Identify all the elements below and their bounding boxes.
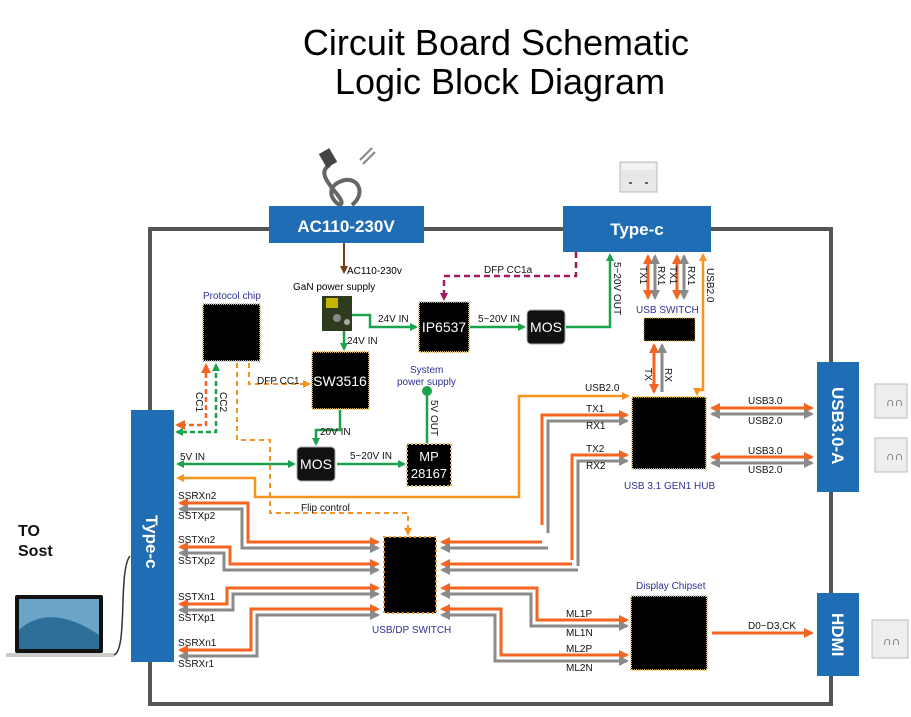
title-line1: Circuit Board Schematic — [303, 22, 689, 63]
ac-input-block: AC110-230V — [269, 206, 424, 243]
label-ml2p: ML2P — [566, 644, 592, 655]
usbdp-output-pairs — [440, 537, 629, 666]
host-laptop-icon — [6, 555, 131, 657]
signal-labels: 24V IN 24V IN DFP CC1a 5~20V IN 5~20V OU… — [178, 262, 796, 674]
label-dfp-cc1a: DFP CC1a — [484, 265, 533, 276]
power-cord-icon — [318, 147, 376, 208]
usb-switch-pairs — [643, 254, 689, 394]
label-usb30-2: USB3.0 — [748, 446, 783, 457]
usb20-lines — [176, 253, 707, 499]
protocol-chip — [202, 303, 261, 362]
label-tx: TX — [642, 368, 653, 381]
label-cc1: CC1 — [193, 392, 204, 412]
label-flip-control: Flip control — [301, 503, 350, 514]
label-24v-in-a: 24V IN — [378, 314, 409, 325]
mos-top-label: MOS — [530, 319, 562, 335]
label-dfp-cc1: DFP CC1 — [257, 376, 300, 387]
svg-text:∩∩: ∩∩ — [886, 449, 903, 463]
label-sstxp2-b: SSTXp2 — [178, 556, 216, 567]
label-sstxp2-a: SSTXp2 — [178, 511, 216, 522]
label-ml1n: ML1N — [566, 628, 593, 639]
hub-input-pairs — [540, 410, 629, 566]
usb-switch-caption: USB SWITCH — [636, 305, 699, 316]
label-system-power-2: power supply — [397, 377, 456, 388]
usbdp-switch-caption: USB/DP SWITCH — [372, 625, 451, 636]
typec-left-block: Type-c — [131, 410, 174, 662]
label-d0-d3-ck: D0~D3,CK — [748, 621, 796, 632]
hdmi-label: HDMI — [828, 613, 847, 656]
label-sstxn1: SSTXn1 — [178, 592, 216, 603]
label-hub-tx2: TX2 — [586, 444, 605, 455]
protocol-chip-caption: Protocol chip — [203, 291, 261, 302]
mos-top-chip — [526, 309, 566, 345]
typec-top-label: Type-c — [610, 220, 664, 239]
ip6537-label: IP6537 — [422, 319, 467, 335]
dfp-cc1a-line — [440, 252, 578, 301]
mp-label-1: MP — [419, 449, 439, 464]
usb3a-label: USB3.0-A — [828, 387, 847, 464]
label-sstxn2: SSTXn2 — [178, 535, 216, 546]
to-host-line2: Sost — [18, 543, 53, 560]
usb3a-pairs — [710, 403, 814, 468]
sw3516-label: SW3516 — [313, 373, 367, 389]
label-sstxp1: SSTXp1 — [178, 613, 216, 624]
mos-left-label: MOS — [300, 456, 332, 472]
svg-text:∩∩: ∩∩ — [883, 634, 900, 648]
label-5-20v-in-mid: 5~20V IN — [350, 451, 392, 462]
to-host-line1: TO — [18, 523, 40, 540]
superspeed-pairs — [178, 498, 380, 661]
display-chipset-chip — [630, 595, 708, 671]
usb-switch-chip — [643, 317, 696, 342]
ip6537-chip — [418, 301, 470, 353]
svg-text:∩∩: ∩∩ — [886, 395, 903, 409]
label-rx1-b: RX1 — [685, 266, 696, 286]
mp-label-2: 28167 — [411, 466, 447, 481]
label-system-power-1: System — [410, 365, 443, 376]
label-ml2n: ML2N — [566, 663, 593, 674]
label-rx1-a: RX1 — [655, 266, 666, 286]
typec-top-block: Type-c — [563, 206, 711, 252]
usb-hub-chip — [631, 396, 707, 470]
label-hub-rx1: RX1 — [586, 421, 606, 432]
label-rx: RX — [662, 368, 673, 382]
label-5v-out: 5V OUT — [428, 400, 439, 436]
label-ssrxn1: SSRXn1 — [178, 638, 217, 649]
label-hub-tx1: TX1 — [586, 404, 605, 415]
typec-connector-icon — [619, 161, 658, 193]
label-5-20v-out: 5~20V OUT — [611, 262, 622, 315]
hdmi-block: HDMI — [817, 593, 859, 676]
typec-left-label: Type-c — [142, 515, 161, 569]
hdmi-port-icon: ∩∩ — [871, 619, 909, 659]
label-usb30-1: USB3.0 — [748, 396, 783, 407]
label-ssrxr1: SSRXr1 — [178, 659, 215, 670]
label-tx1-b: TX1 — [667, 266, 678, 285]
label-cc2: CC2 — [217, 392, 228, 412]
gan-label: GaN power supply — [293, 282, 375, 293]
usbdp-switch-chip — [383, 536, 437, 614]
title-line2: Logic Block Diagram — [335, 61, 665, 102]
label-usb20-hub: USB2.0 — [585, 383, 620, 394]
label-hub-rx2: RX2 — [586, 461, 606, 472]
label-5v-in: 5V IN — [180, 452, 205, 463]
label-usb20-1: USB2.0 — [748, 416, 783, 427]
ac-in-label: AC110-230v — [347, 266, 402, 277]
usb-a-port-icon: ∩∩ ∩∩ — [874, 383, 908, 473]
label-usb20-2: USB2.0 — [748, 465, 783, 476]
label-24v-in-b: 24V IN — [347, 336, 378, 347]
usb-hub-caption: USB 3.1 GEN1 HUB — [624, 481, 715, 492]
label-ml1p: ML1P — [566, 609, 592, 620]
gan-power-module-icon — [322, 296, 352, 331]
usb3a-block: USB3.0-A — [817, 362, 859, 492]
label-5-20v-in-top: 5~20V IN — [478, 314, 520, 325]
display-chipset-caption: Display Chipset — [636, 581, 706, 592]
label-tx1-a: TX1 — [637, 266, 648, 285]
label-20v-in: 20V IN — [320, 427, 351, 438]
ac-input-label: AC110-230V — [297, 217, 395, 236]
label-ssrxn2: SSRXn2 — [178, 491, 217, 502]
label-usb20-vertical: USB2.0 — [704, 268, 715, 303]
